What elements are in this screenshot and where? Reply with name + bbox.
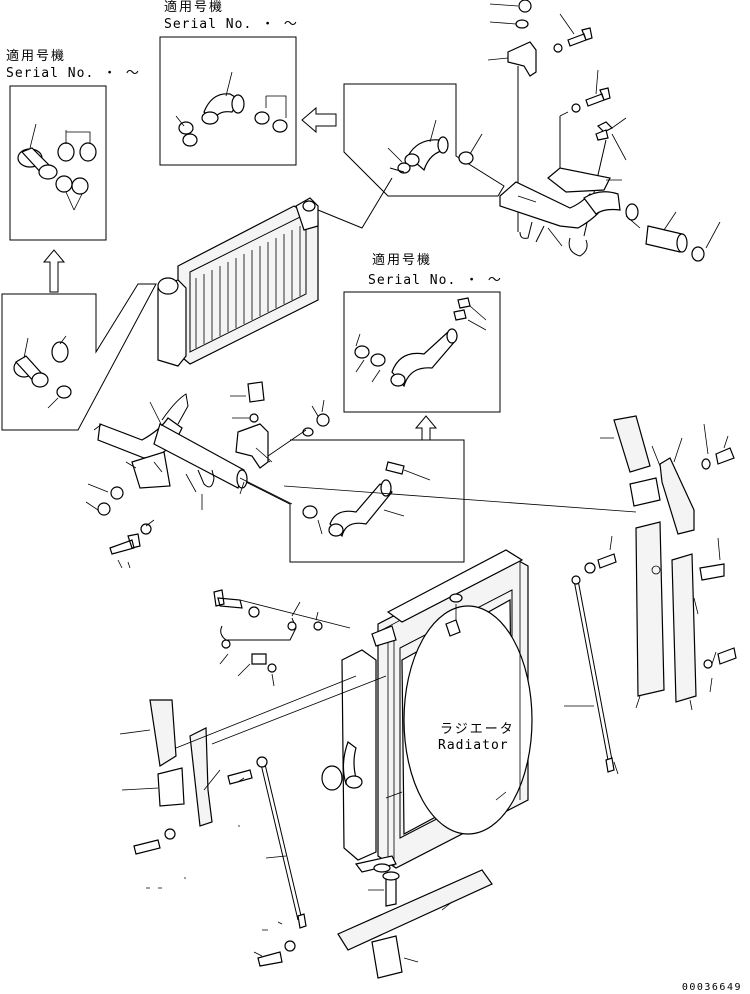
left-lower-assembly [119, 589, 323, 967]
elbow-hose-icon [354, 297, 487, 388]
nut-icon [316, 413, 330, 427]
fan-shroud-ring [403, 605, 533, 835]
bracket-icon [547, 167, 611, 193]
bolt-icon [717, 647, 737, 665]
rubber-block [613, 415, 651, 473]
hose-clamp-icon [51, 341, 69, 363]
washer-icon [584, 562, 596, 574]
arrow-up-icon [42, 249, 66, 293]
hose-clamp-icon [691, 246, 705, 262]
bolt-icon [585, 87, 611, 107]
bracket-icon [131, 451, 171, 489]
washer-icon [140, 523, 152, 535]
right-stay-assembly [564, 415, 737, 775]
upper-hose-frame [343, 83, 505, 197]
washer-icon [164, 828, 176, 840]
bolt-icon [133, 839, 161, 855]
nut-icon [97, 502, 111, 516]
serial-box-mid-en: Serial No. ・ ～ [368, 273, 502, 288]
serial-box-left-frame [9, 85, 107, 241]
bracket-icon [507, 41, 537, 77]
elbow-hose-icon [175, 71, 288, 147]
washer-icon [302, 427, 314, 437]
rubber-block [157, 767, 185, 807]
bolt-icon [715, 447, 735, 465]
upper-bracket-assembly [487, 0, 627, 237]
rubber-block [371, 935, 403, 979]
radiator: ラジエータ Radiator [321, 549, 533, 873]
washer-icon [373, 863, 391, 873]
washer-icon [256, 756, 268, 768]
hose-clamp-icon [56, 385, 72, 399]
arrow-left-icon [301, 106, 337, 134]
washer-icon [701, 458, 711, 470]
nut-icon [518, 0, 532, 13]
bottom-mount [337, 863, 493, 979]
serial-box-top-frame [159, 36, 297, 166]
drawing-number: 00036649 [682, 982, 742, 993]
nut-icon [313, 621, 323, 631]
hose-clamp-icon [625, 203, 639, 221]
rubber-block [629, 477, 661, 507]
side-cover [671, 553, 697, 703]
washer-icon [249, 413, 259, 423]
washer-icon [110, 486, 124, 500]
washer-icon [284, 940, 296, 952]
washer-icon [553, 43, 563, 53]
rubber-block [149, 699, 177, 767]
lower-pipe [85, 393, 271, 569]
side-cover [635, 521, 665, 697]
upper-hose-icon [387, 119, 483, 174]
bolt-icon [257, 951, 283, 967]
rubber-block [699, 563, 725, 581]
washer-icon [515, 19, 529, 29]
serial-box-left-jp: 適用号機 [6, 48, 66, 64]
bracket-icon [189, 727, 213, 827]
washer-icon [571, 103, 581, 113]
bolt-icon [597, 553, 617, 569]
serial-box-top: 適用号機 Serial No. ・ ～ [159, 0, 298, 166]
washer-icon [248, 606, 260, 618]
washer-icon [703, 659, 713, 669]
mount-bar [337, 869, 493, 951]
bolt-icon [213, 589, 243, 609]
serial-box-left-en: Serial No. ・ ～ [6, 66, 140, 81]
radiator-label-jp: ラジエータ [440, 722, 515, 737]
aftercooler [157, 167, 405, 367]
lower-hose-frame [237, 439, 465, 563]
serial-box-mid-jp: 適用号機 [372, 252, 432, 268]
arrow-up-icon [414, 415, 438, 441]
serial-box-mid: 適用号機 Serial No. ・ ～ [343, 252, 502, 413]
center-bracket [230, 381, 330, 469]
upper-pipe [499, 181, 721, 262]
serial-box-left: 適用号機 Serial No. ・ ～ [6, 48, 140, 241]
hose-clamp-icon [17, 123, 97, 211]
bolt-icon [567, 27, 593, 47]
bracket-icon [235, 423, 269, 469]
washer-icon [595, 129, 609, 141]
radiator-label-en: Radiator [438, 738, 509, 753]
washer-icon [221, 639, 231, 649]
fitting-icon [251, 653, 267, 665]
bolt-icon [227, 769, 253, 785]
serial-box-mid-frame [343, 291, 501, 413]
serial-box-top-en: Serial No. ・ ～ [164, 17, 298, 32]
serial-box-top-jp: 適用号機 [164, 0, 224, 15]
lower-hose-icon [302, 461, 431, 538]
left-hose-frame [1, 283, 157, 431]
bolt-icon [109, 533, 141, 555]
bolt-icon [247, 381, 265, 403]
bracket-icon [659, 457, 695, 535]
leader-lines [93, 423, 637, 749]
